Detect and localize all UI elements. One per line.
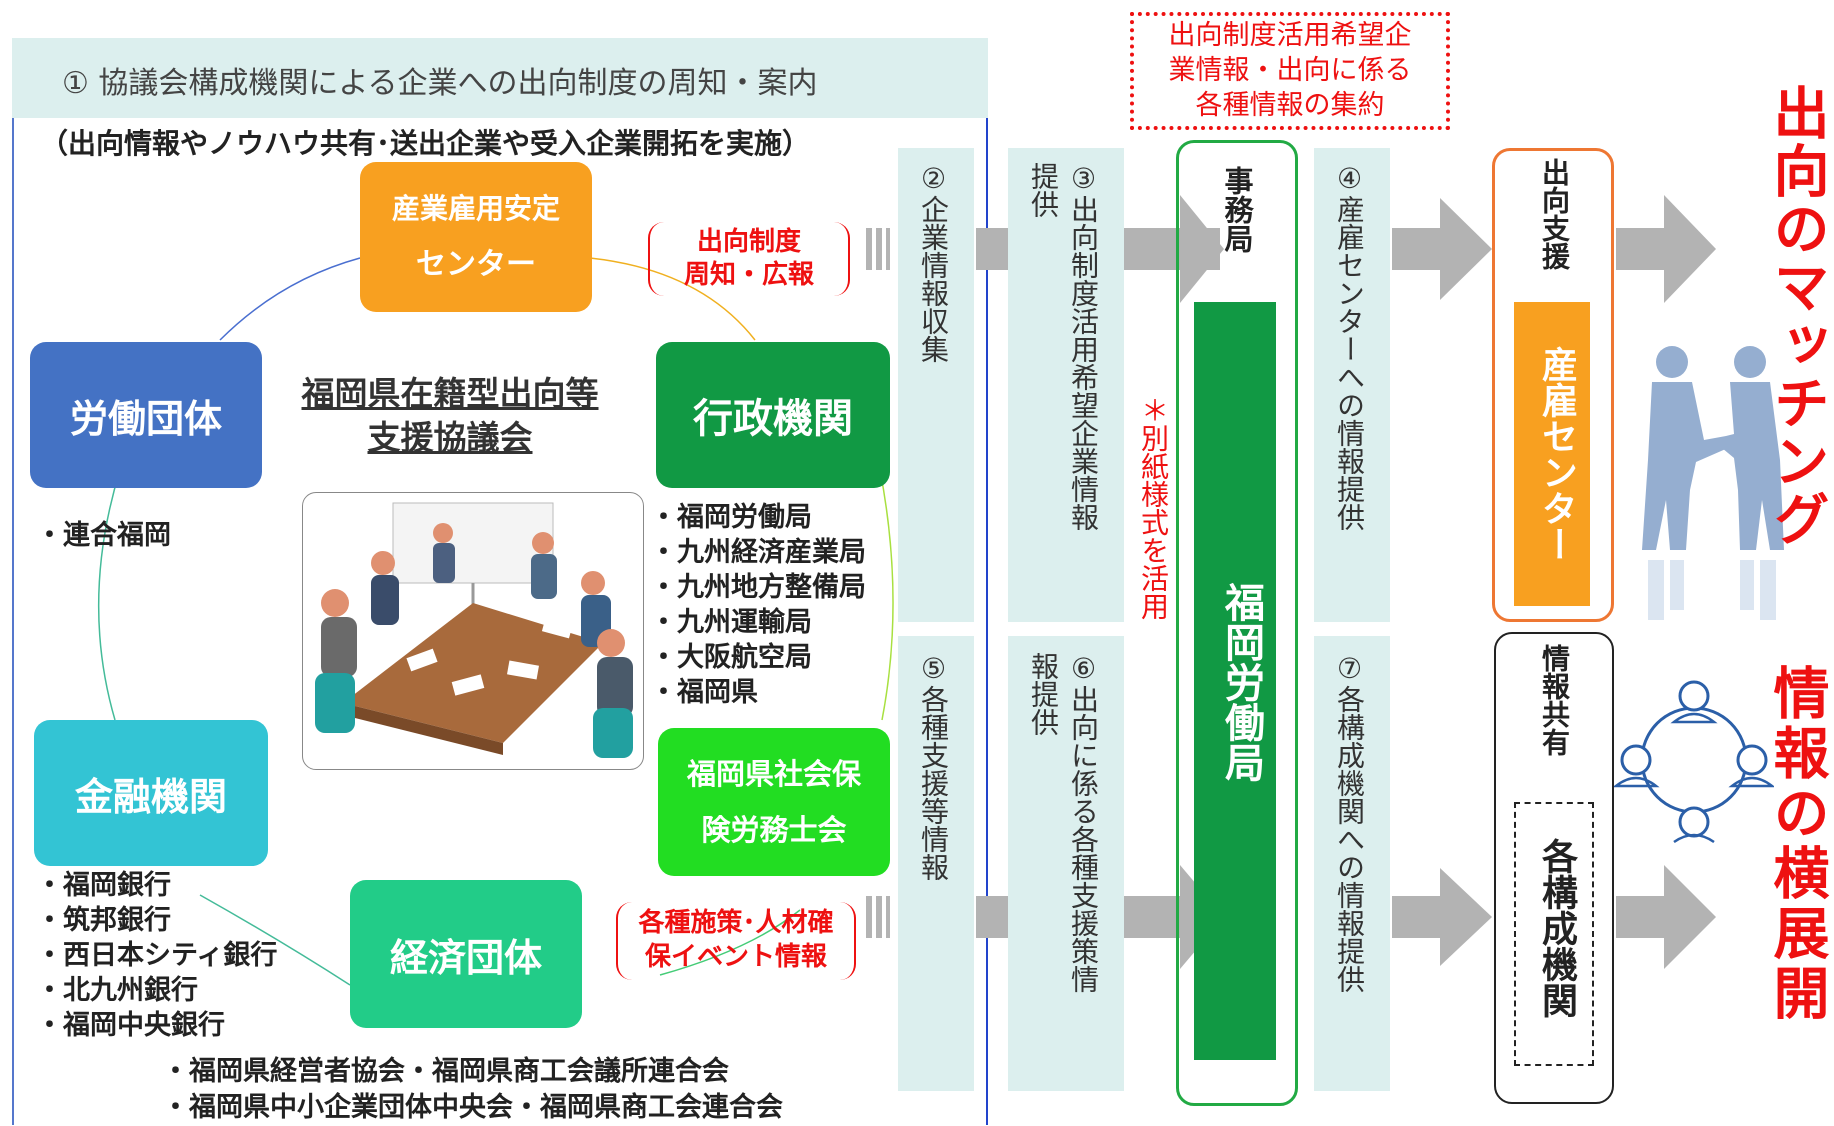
share-org: 各構成機関 <box>1536 838 1577 1018</box>
secretariat-bar <box>1194 302 1276 1060</box>
callout-bottom-line1: 各種施策･人材確 <box>638 908 834 938</box>
gyosei-member: ・大阪航空局 <box>650 642 812 673</box>
sharoushi-box: 福岡県社会保 険労務士会 <box>658 728 890 876</box>
col4-label: ④産雇センターへの情報提供 <box>1333 162 1366 531</box>
kinyu-member: ・北九州銀行 <box>36 975 198 1006</box>
kinyu-member: ・西日本シティ銀行 <box>36 940 278 971</box>
col3-label-b: 提供 <box>1027 162 1060 218</box>
council-title: 福岡県在籍型出向等 支援協議会 <box>280 372 620 460</box>
sharoushi-line2: 険労務士会 <box>701 813 847 847</box>
labor-box: 労働団体 <box>30 342 262 488</box>
labor-label: 労働団体 <box>69 396 222 441</box>
share-label: 情報共有 <box>1538 644 1571 756</box>
col6 <box>1008 636 1124 1091</box>
col4 <box>1314 148 1390 622</box>
gyosei-members: ・福岡労働局 ・九州経済産業局 ・九州地方整備局 ・九州運輸局 ・大阪航空局 ・… <box>650 500 866 710</box>
kinyu-members: ・福岡銀行 ・筑邦銀行 ・西日本シティ銀行 ・北九州銀行 ・福岡中央銀行 <box>36 868 277 1043</box>
callout-top: 出向制度 周知・広報 <box>648 222 850 296</box>
support-bar <box>1514 302 1590 606</box>
col7-label: ⑦各構成機関への情報提供 <box>1333 652 1366 993</box>
secretariat-frame <box>1176 140 1298 1106</box>
network-icon <box>1614 680 1774 844</box>
council-line2: 支援協議会 <box>367 418 533 457</box>
sharoushi-line1: 福岡県社会保 <box>686 757 861 791</box>
gyosei-member: ・九州運輸局 <box>650 607 812 638</box>
col2 <box>898 148 974 622</box>
connection-circle <box>97 257 894 986</box>
sangyo-center-box: 産業雇用安定 センター <box>360 162 592 312</box>
col3 <box>1008 148 1124 622</box>
col5 <box>898 636 974 1091</box>
callout-top-line1: 出向制度 <box>696 227 801 257</box>
col6-label-b: 報提供 <box>1027 652 1060 736</box>
col6-label-a: ⑥出向に係る各種支援策情 <box>1067 652 1100 993</box>
aggregation-box: 出向制度活用希望企 業情報・出向に係る 各種情報の集約 <box>1130 12 1450 130</box>
support-frame <box>1492 148 1614 622</box>
gyosei-label: 行政機関 <box>693 396 853 442</box>
support-org: 産雇センター <box>1536 346 1577 562</box>
callout-bottom-line2: 保イベント情報 <box>644 942 827 972</box>
kinyu-member: ・福岡銀行 <box>36 870 171 901</box>
sangyo-center-line2: センター <box>416 247 536 282</box>
gyosei-member: ・九州経済産業局 <box>650 537 866 568</box>
council-line1: 福岡県在籍型出向等 <box>301 374 599 413</box>
gyosei-box: 行政機関 <box>656 342 890 488</box>
gyosei-member: ・福岡県 <box>650 677 758 708</box>
support-label: 出向支援 <box>1538 158 1571 270</box>
keizai-member: ・福岡県経営者協会・福岡県商工会議所連合会 <box>162 1056 729 1087</box>
secretariat-label: 事務局 <box>1220 166 1254 253</box>
callout-bottom: 各種施策･人材確 保イベント情報 <box>616 902 856 980</box>
kinyu-box: 金融機関 <box>34 720 268 866</box>
col7 <box>1314 636 1390 1091</box>
meeting-image <box>315 502 633 758</box>
labor-member: ・連合福岡 <box>36 520 171 551</box>
share-dashed <box>1514 802 1594 1066</box>
step1-subtitle: （出向情報やノウハウ共有･送出企業や受入企業開拓を実施） <box>40 127 811 160</box>
step1-title: ① 協議会構成機関による企業への出向制度の周知・案内 <box>62 66 818 101</box>
labor-members: ・連合福岡 <box>36 518 171 553</box>
share-frame <box>1494 632 1614 1104</box>
kinyu-member: ・筑邦銀行 <box>36 905 171 936</box>
handshake-image <box>1642 346 1784 620</box>
kinyu-member: ・福岡中央銀行 <box>36 1010 225 1041</box>
aggregation-line2: 業情報・出向に係る <box>1168 55 1412 86</box>
keizai-box: 経済団体 <box>350 880 582 1028</box>
col5-label: ⑤各種支援等情報 <box>917 652 950 881</box>
left-frame-right-line <box>986 118 988 1125</box>
gyosei-member: ・九州地方整備局 <box>650 572 866 603</box>
aggregation-line1: 出向制度活用希望企 <box>1168 20 1412 51</box>
left-frame-line <box>12 118 14 1125</box>
callout-top-line2: 周知・広報 <box>683 260 814 290</box>
note-text: ＊別紙様式を活用 <box>1137 396 1170 620</box>
keizai-member: ・福岡県中小企業団体中央会・福岡県商工会連合会 <box>162 1092 783 1123</box>
col3-label-a: ③出向制度活用希望企業情報 <box>1067 162 1100 531</box>
kinyu-label: 金融機関 <box>74 774 227 819</box>
sangyo-center-line1: 産業雇用安定 <box>391 192 560 225</box>
result-top: 出向のマッチング <box>1764 84 1829 548</box>
gyosei-member: ・福岡労働局 <box>650 502 812 533</box>
secretariat-org: 福岡労働局 <box>1218 582 1264 782</box>
result-bottom: 情報の横展開 <box>1764 664 1829 1024</box>
col2-label: ②企業情報収集 <box>917 162 950 363</box>
keizai-members: ・福岡県経営者協会・福岡県商工会議所連合会 ・福岡県中小企業団体中央会・福岡県商… <box>162 1054 783 1126</box>
keizai-label: 経済団体 <box>389 935 542 980</box>
aggregation-line3: 各種情報の集約 <box>1195 90 1385 121</box>
meeting-illustration <box>302 492 644 770</box>
step1-header: ① 協議会構成機関による企業への出向制度の周知・案内 <box>12 38 988 118</box>
